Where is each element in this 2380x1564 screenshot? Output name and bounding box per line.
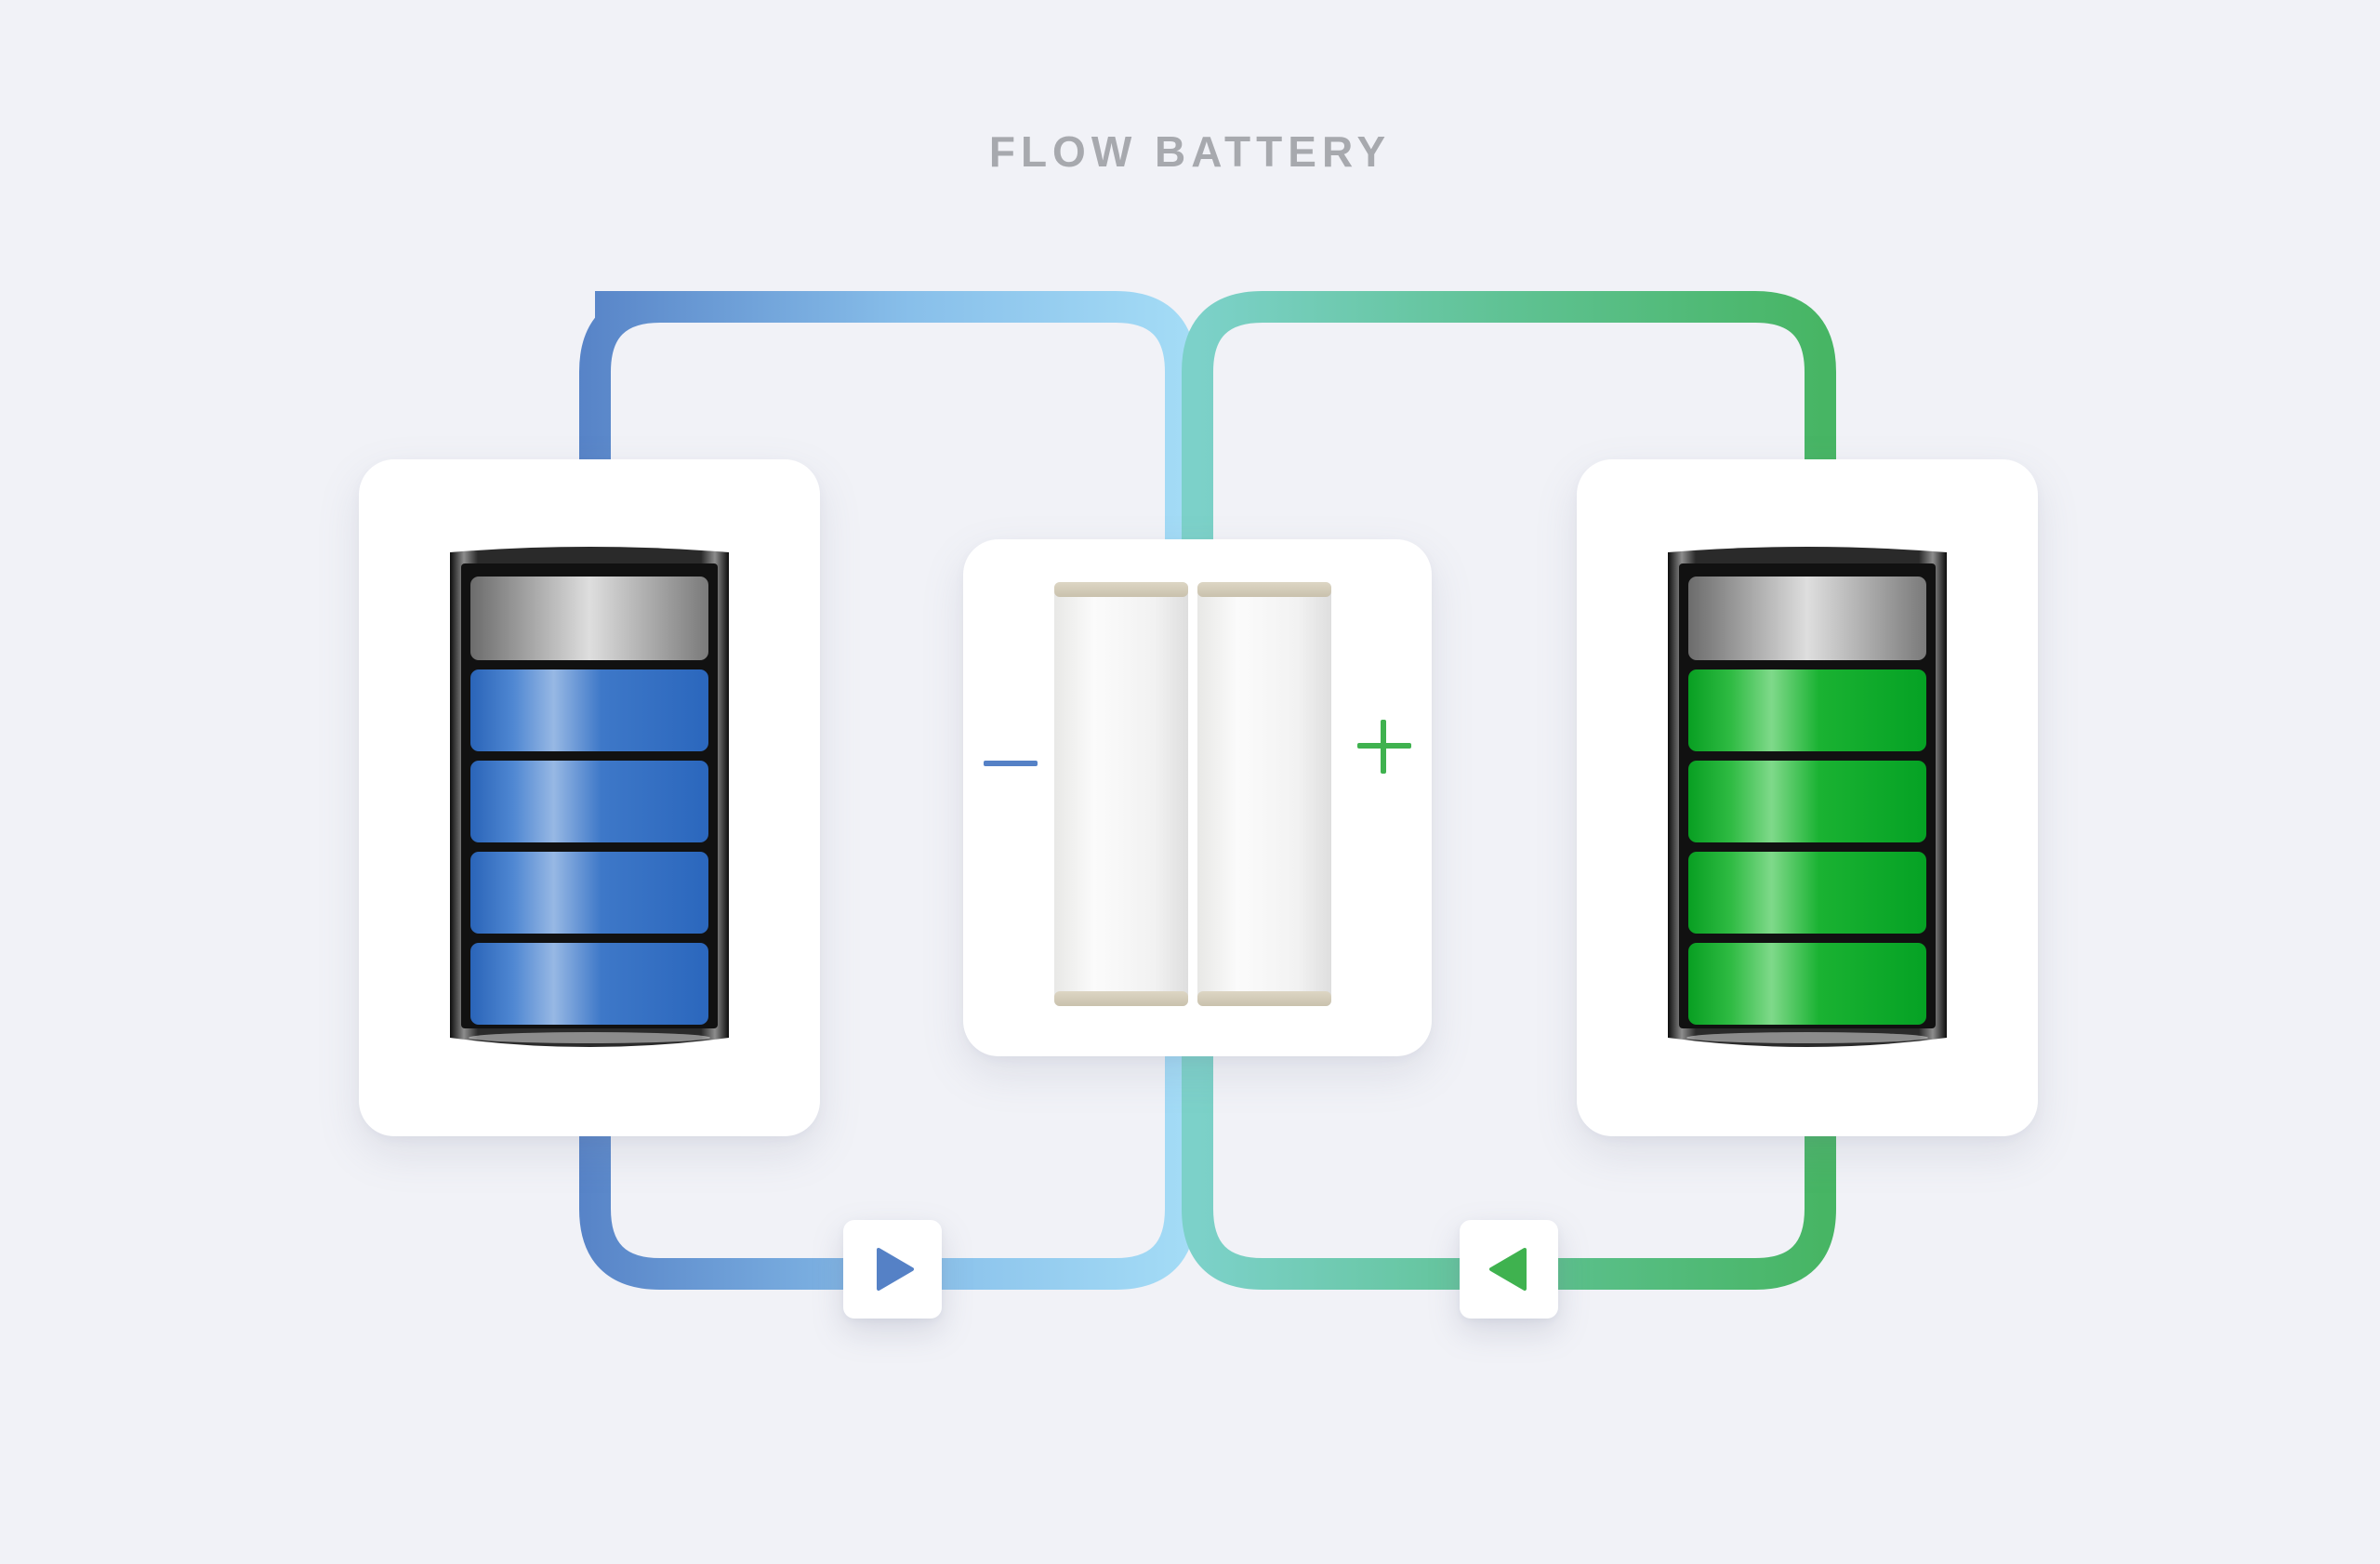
green-segment: [1688, 669, 1926, 751]
green-battery-icon: [1668, 547, 1947, 1047]
green-segment: [1688, 943, 1926, 1025]
positive-electrolyte-tank: [1577, 459, 2038, 1136]
green-segment: [1688, 852, 1926, 934]
minus-icon: [984, 755, 1045, 766]
blue-segment: [470, 761, 708, 842]
negative-electrolyte-tank: [359, 459, 820, 1136]
blue-battery-icon: [450, 547, 729, 1047]
play-left-icon: [1489, 1248, 1527, 1291]
blue-segment: [470, 852, 708, 934]
green-segment: [1688, 761, 1926, 842]
blue-segment: [470, 943, 708, 1025]
cell-stack-card: [963, 539, 1432, 1056]
negative-electrode: [1054, 582, 1188, 1006]
positive-electrode: [1197, 582, 1331, 1006]
diagram-title: FLOW BATTERY: [988, 127, 1392, 176]
positive-loop: [1182, 291, 1836, 1290]
electrode-cells: [1054, 582, 1331, 1006]
positive-pump: [1460, 1220, 1558, 1319]
blue-segment: [470, 669, 708, 751]
negative-pump: [843, 1220, 942, 1319]
plus-icon: [1354, 716, 1415, 777]
play-right-icon: [877, 1248, 914, 1291]
